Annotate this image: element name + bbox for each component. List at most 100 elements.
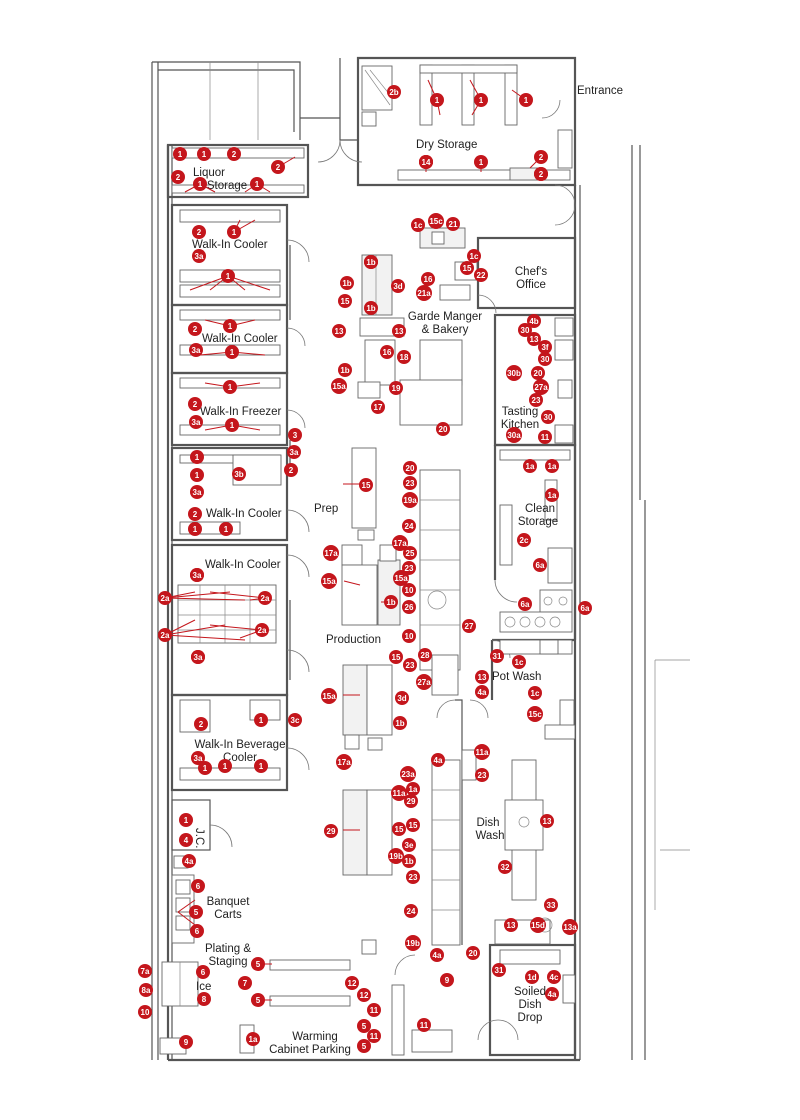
svg-text:4c: 4c <box>550 973 559 982</box>
svg-text:23: 23 <box>406 479 415 488</box>
room-label-dry-storage: Dry Storage <box>416 139 477 151</box>
equipment-tag: 23 <box>403 658 417 672</box>
equipment-tag: 3 <box>288 428 302 442</box>
svg-text:3b: 3b <box>234 470 243 479</box>
svg-text:23a: 23a <box>401 770 415 779</box>
svg-text:1: 1 <box>202 150 207 159</box>
equipment-tag: 3a <box>287 445 301 459</box>
equipment-tag: 16 <box>380 345 394 359</box>
equipment-tag: 4 <box>179 833 193 847</box>
svg-text:2a: 2a <box>161 594 170 603</box>
equipment-tag: 27 <box>462 619 476 633</box>
svg-text:30: 30 <box>544 413 553 422</box>
equipment-tag: 31 <box>492 963 506 977</box>
equipment-tag: 20 <box>466 946 480 960</box>
equipment-tag: 29 <box>324 824 338 838</box>
svg-text:1: 1 <box>228 383 233 392</box>
equipment-tag: 1 <box>173 147 187 161</box>
equipment-tag: 3a <box>189 415 203 429</box>
equipment-tag: 15d <box>530 917 546 933</box>
svg-text:11: 11 <box>541 433 550 442</box>
equipment-tag: 1b <box>384 595 398 609</box>
equipment-tag: 15a <box>321 688 337 704</box>
svg-text:21: 21 <box>449 220 458 229</box>
equipment-tag: 1a <box>406 782 420 796</box>
svg-text:1: 1 <box>232 228 237 237</box>
svg-text:2: 2 <box>539 170 544 179</box>
equipment-tag: 24 <box>402 519 416 533</box>
equipment-tag: 1 <box>223 319 237 333</box>
svg-text:23: 23 <box>478 771 487 780</box>
equipment-tag: 8a <box>139 983 153 997</box>
equipment-tag: 2a <box>158 591 172 605</box>
svg-text:31: 31 <box>495 966 504 975</box>
equipment-tag: 1 <box>197 147 211 161</box>
equipment-tag: 13 <box>540 814 554 828</box>
equipment-tag: 5 <box>357 1019 371 1033</box>
svg-text:13: 13 <box>543 817 552 826</box>
svg-text:1: 1 <box>203 764 208 773</box>
room-label-janitor-closet: J.C. <box>193 828 205 848</box>
svg-text:13: 13 <box>478 673 487 682</box>
equipment-tag: 33 <box>544 898 558 912</box>
svg-text:24: 24 <box>405 522 414 531</box>
equipment-tag: 25 <box>403 546 417 560</box>
svg-text:15a: 15a <box>394 574 408 583</box>
equipment-tag: 7a <box>138 964 152 978</box>
equipment-tag: 30a <box>506 427 522 443</box>
equipment-tag: 22 <box>474 268 488 282</box>
svg-text:19b: 19b <box>389 852 403 861</box>
svg-text:2: 2 <box>193 325 198 334</box>
walls <box>151 56 690 1062</box>
svg-text:23: 23 <box>406 661 415 670</box>
equipment-tag: 1 <box>190 468 204 482</box>
svg-text:3a: 3a <box>194 754 203 763</box>
svg-text:24: 24 <box>407 907 416 916</box>
equipment-tag: 15c <box>527 706 543 722</box>
equipment-tag: 1 <box>218 759 232 773</box>
equipment-tag: 3d <box>395 691 409 705</box>
svg-text:20: 20 <box>439 425 448 434</box>
equipment-tag: 13 <box>527 332 541 346</box>
svg-text:1c: 1c <box>470 252 479 261</box>
equipment-tag: 1a <box>545 488 559 502</box>
equipment-tag: 11 <box>538 430 552 444</box>
svg-text:15a: 15a <box>332 382 346 391</box>
room-label-ice: Ice <box>196 981 211 993</box>
equipment-tag: 17 <box>371 400 385 414</box>
equipment-tag: 1 <box>254 713 268 727</box>
equipment-tag: 15a <box>321 573 337 589</box>
svg-text:1: 1 <box>479 158 484 167</box>
equipment-tag: 3e <box>402 838 416 852</box>
equipment-tag: 2 <box>192 225 206 239</box>
equipment-tag: 5 <box>251 993 265 1007</box>
equipment-tag: 6 <box>196 965 210 979</box>
equipment-tag: 6 <box>190 924 204 938</box>
svg-text:3c: 3c <box>291 716 300 725</box>
svg-text:10: 10 <box>405 632 414 641</box>
room-label-walk-in-cooler-4: Walk-In Cooler <box>205 559 281 571</box>
equipment-tag: 1 <box>254 759 268 773</box>
equipment-tag: 1b <box>364 301 378 315</box>
equipment-tag: 23 <box>529 393 543 407</box>
svg-text:11a: 11a <box>476 748 489 757</box>
room-label-prep: Prep <box>314 503 338 515</box>
svg-text:15c: 15c <box>429 217 443 226</box>
equipment-tag: 4c <box>547 970 561 984</box>
equipment-tag: 1 <box>193 177 207 191</box>
equipment-tag: 3a <box>191 650 205 664</box>
equipment-tag: 1d <box>525 970 539 984</box>
svg-text:30: 30 <box>521 326 530 335</box>
equipment-tag: 9 <box>440 973 454 987</box>
equipment-tag: 1 <box>474 155 488 169</box>
equipment-tag: 6 <box>191 879 205 893</box>
equipment-tag: 2a <box>255 623 269 637</box>
svg-text:15: 15 <box>392 653 401 662</box>
equipment-tag: 13 <box>392 324 406 338</box>
